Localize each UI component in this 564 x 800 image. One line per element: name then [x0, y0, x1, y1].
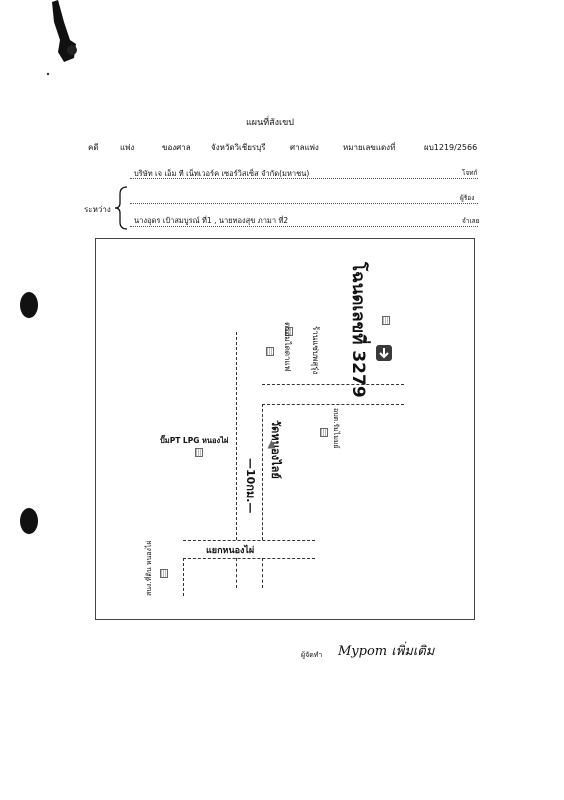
defendant-name: นางอุดร เป้าสมบูรณ์ ที่1 , นายทองสุข ภาม…: [134, 216, 289, 225]
road-top-horizontal: [262, 384, 404, 385]
land-office-icon: [160, 569, 168, 578]
road-bottom-left-vertical: [183, 558, 184, 596]
shop-icon: [285, 327, 293, 336]
deed-label: โฉนดเลขที่ 3279: [348, 262, 368, 398]
road-bottom-mid-vertical: [236, 558, 237, 588]
school-icon: [266, 347, 274, 356]
case-number: ผบ1219/2566: [424, 143, 478, 152]
download-arrow-icon: [376, 345, 392, 361]
road-left-vertical: [236, 332, 237, 540]
temple-label: วัดหนองไลย์: [269, 420, 282, 479]
case-type: แพ่ง: [120, 143, 135, 152]
temple-icon: [267, 440, 276, 449]
court-label: ของศาล: [162, 143, 191, 152]
middle-dotted-line: [130, 203, 478, 204]
province: จังหวัดวิเชียรบุรี: [211, 143, 266, 152]
village-office-icon: [320, 428, 328, 437]
maker-signature: Mypom เพิ่มเติม: [338, 644, 435, 659]
map-frame: [95, 238, 475, 620]
middle-role: ผู้ร้อง: [460, 194, 475, 202]
shop-label: ร้านแซ่บพสุรุ่ง: [311, 326, 320, 375]
gas-station-icon: [195, 448, 203, 457]
maker-label: ผู้จัดทำ: [301, 651, 323, 659]
gas-station-label: ปั๊มPT LPG หนองไผ่: [160, 436, 229, 445]
defendant-dotted-line: [130, 226, 478, 227]
punch-hole-top: [20, 292, 38, 318]
distance-label: —10กม.—: [244, 458, 257, 514]
deed-marker-icon: [382, 316, 390, 325]
scan-smudge-mark: [46, 0, 77, 76]
road-right-vertical: [262, 404, 263, 540]
case-label: คดี: [88, 143, 99, 152]
punch-hole-bottom: [20, 508, 38, 534]
road-right-horizontal: [262, 404, 404, 405]
court-name: ศาลแพ่ง: [290, 143, 319, 152]
between-label: ระหว่าง: [84, 205, 111, 214]
brace-icon: [114, 186, 128, 230]
land-office-label: สนง.ที่ดิน หนองไผ่: [145, 540, 153, 596]
plaintiff-role: โจทก์: [462, 169, 478, 177]
document-title: แผนที่สังเขป: [246, 118, 294, 128]
road-bottom-horizontal: [183, 558, 315, 559]
plaintiff-dotted-line: [130, 178, 478, 179]
defendant-role: จำเลย: [462, 217, 480, 225]
junction-label: แยกหนองไผ่: [206, 546, 255, 556]
road-lower-horizontal: [183, 540, 315, 541]
school-label: ตรอมไดดาแฟ: [283, 322, 292, 372]
village-office-label: อบต.รัมไมมย์: [332, 408, 340, 449]
number-label: หมายเลขแดงที่: [343, 143, 396, 152]
road-bottom-right-vertical: [262, 558, 263, 588]
plaintiff-name: บริษัท เจ เอ็ม ที เน็ทเวอร์ค เซอร์วิสเซ็…: [134, 169, 310, 178]
